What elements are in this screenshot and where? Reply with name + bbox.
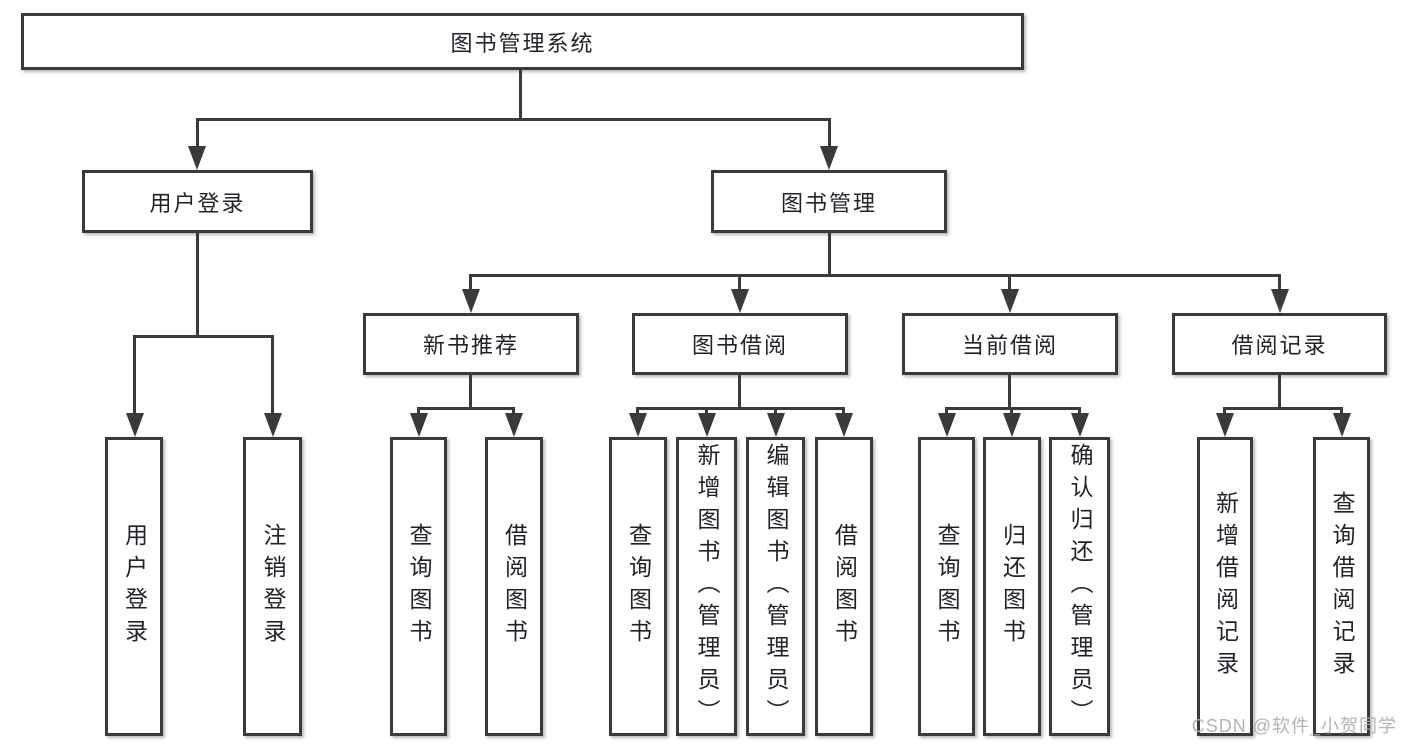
leaf-query-books-recommend: 查询图书	[390, 437, 447, 736]
connector-hline	[417, 407, 515, 410]
connector-vline	[1010, 407, 1013, 417]
leaf-query-borrow-record: 查询借阅记录	[1313, 437, 1370, 736]
node-label: 确认归还（管理员）	[1067, 442, 1093, 731]
node-new-book-recommendation: 新书推荐	[363, 313, 579, 375]
connector-vline	[196, 233, 199, 335]
node-label: 查询图书	[406, 522, 432, 651]
arrow-down-icon	[1003, 413, 1021, 437]
arrow-down-icon	[938, 413, 956, 437]
node-label: 图书管理	[780, 190, 877, 216]
arrow-down-icon	[835, 413, 853, 437]
connector-vline	[636, 407, 639, 417]
node-label: 图书借阅	[691, 333, 788, 358]
arrow-down-icon	[698, 413, 716, 437]
connector-vline	[271, 335, 274, 417]
connector-vline	[519, 70, 522, 118]
node-label: 新书推荐	[422, 333, 519, 358]
node-label: 注销登录	[260, 522, 286, 651]
node-label: 查询图书	[625, 522, 652, 651]
arrow-down-icon	[188, 146, 206, 170]
leaf-confirm-return-admin: 确认归还（管理员）	[1049, 437, 1110, 736]
connector-hline	[1223, 407, 1343, 410]
arrow-down-icon	[1001, 289, 1019, 313]
connector-vline	[705, 407, 708, 417]
connector-hline	[196, 118, 831, 121]
node-label: 借阅图书	[501, 522, 528, 651]
leaf-add-borrow-record: 新增借阅记录	[1197, 437, 1253, 736]
connector-hline	[469, 274, 1281, 277]
node-label: 当前借阅	[961, 333, 1058, 358]
arrow-down-icon	[767, 413, 785, 437]
connector-vline	[1278, 274, 1281, 292]
connector-vline	[1008, 375, 1011, 407]
node-label: 用户登录	[149, 190, 246, 216]
connector-vline	[417, 407, 420, 417]
node-user-login: 用户登录	[82, 170, 313, 233]
connector-vline	[1078, 407, 1081, 417]
connector-vline	[1008, 274, 1011, 292]
arrow-down-icon	[264, 413, 282, 437]
connector-vline	[469, 274, 472, 292]
connector-vline	[738, 274, 741, 292]
connector-vline	[512, 407, 515, 417]
node-book-borrowing: 图书借阅	[632, 313, 848, 375]
arrow-down-icon	[1333, 413, 1351, 437]
node-borrowing-records: 借阅记录	[1172, 313, 1387, 375]
connector-vline	[842, 407, 845, 417]
node-library-management-system: 图书管理系统	[21, 13, 1024, 70]
csdn-watermark: CSDN @软件_小贺同学	[1191, 716, 1397, 736]
leaf-query-books-borrowing: 查询图书	[609, 437, 667, 736]
connector-hline	[636, 407, 845, 410]
leaf-user-login: 用户登录	[105, 437, 163, 736]
connector-vline	[945, 407, 948, 417]
arrow-down-icon	[629, 413, 647, 437]
connector-vline	[196, 118, 199, 150]
leaf-add-books-admin: 新增图书（管理员）	[676, 437, 737, 736]
connector-hline	[133, 335, 274, 338]
connector-vline	[774, 407, 777, 417]
node-book-management: 图书管理	[711, 170, 947, 233]
connector-vline	[1278, 375, 1281, 407]
leaf-edit-books-admin: 编辑图书（管理员）	[746, 437, 805, 736]
connector-vline	[828, 118, 831, 150]
leaf-borrow-books-borrowing: 借阅图书	[815, 437, 873, 736]
arrow-down-icon	[1216, 413, 1234, 437]
arrow-down-icon	[410, 413, 428, 437]
node-label: 新增图书（管理员）	[694, 442, 720, 731]
arrow-down-icon	[462, 289, 480, 313]
node-label: 查询借阅记录	[1329, 490, 1355, 683]
arrow-down-icon	[505, 413, 523, 437]
leaf-borrow-books-recommend: 借阅图书	[485, 437, 543, 736]
connector-vline	[1340, 407, 1343, 417]
node-label: 编辑图书（管理员）	[763, 442, 789, 731]
connector-vline	[738, 375, 741, 407]
node-label: 借阅记录	[1231, 333, 1328, 358]
node-label: 归还图书	[999, 522, 1026, 651]
node-label: 用户登录	[121, 522, 148, 651]
connector-vline	[133, 335, 136, 417]
arrow-down-icon	[1071, 413, 1089, 437]
connector-hline	[945, 407, 1081, 410]
arrow-down-icon	[1271, 289, 1289, 313]
connector-vline	[469, 375, 472, 407]
arrow-down-icon	[126, 413, 144, 437]
leaf-logout-login: 注销登录	[243, 437, 302, 736]
node-label: 借阅图书	[831, 522, 858, 651]
node-label: 图书管理系统	[450, 30, 595, 56]
arrow-down-icon	[731, 289, 749, 313]
leaf-query-books-current: 查询图书	[918, 437, 975, 736]
arrow-down-icon	[820, 146, 838, 170]
connector-vline	[1223, 407, 1226, 417]
node-label: 查询图书	[934, 522, 960, 651]
node-label: 新增借阅记录	[1212, 490, 1239, 683]
node-current-borrowing: 当前借阅	[902, 313, 1118, 375]
connector-vline	[828, 233, 831, 274]
leaf-return-books: 归还图书	[983, 437, 1041, 736]
